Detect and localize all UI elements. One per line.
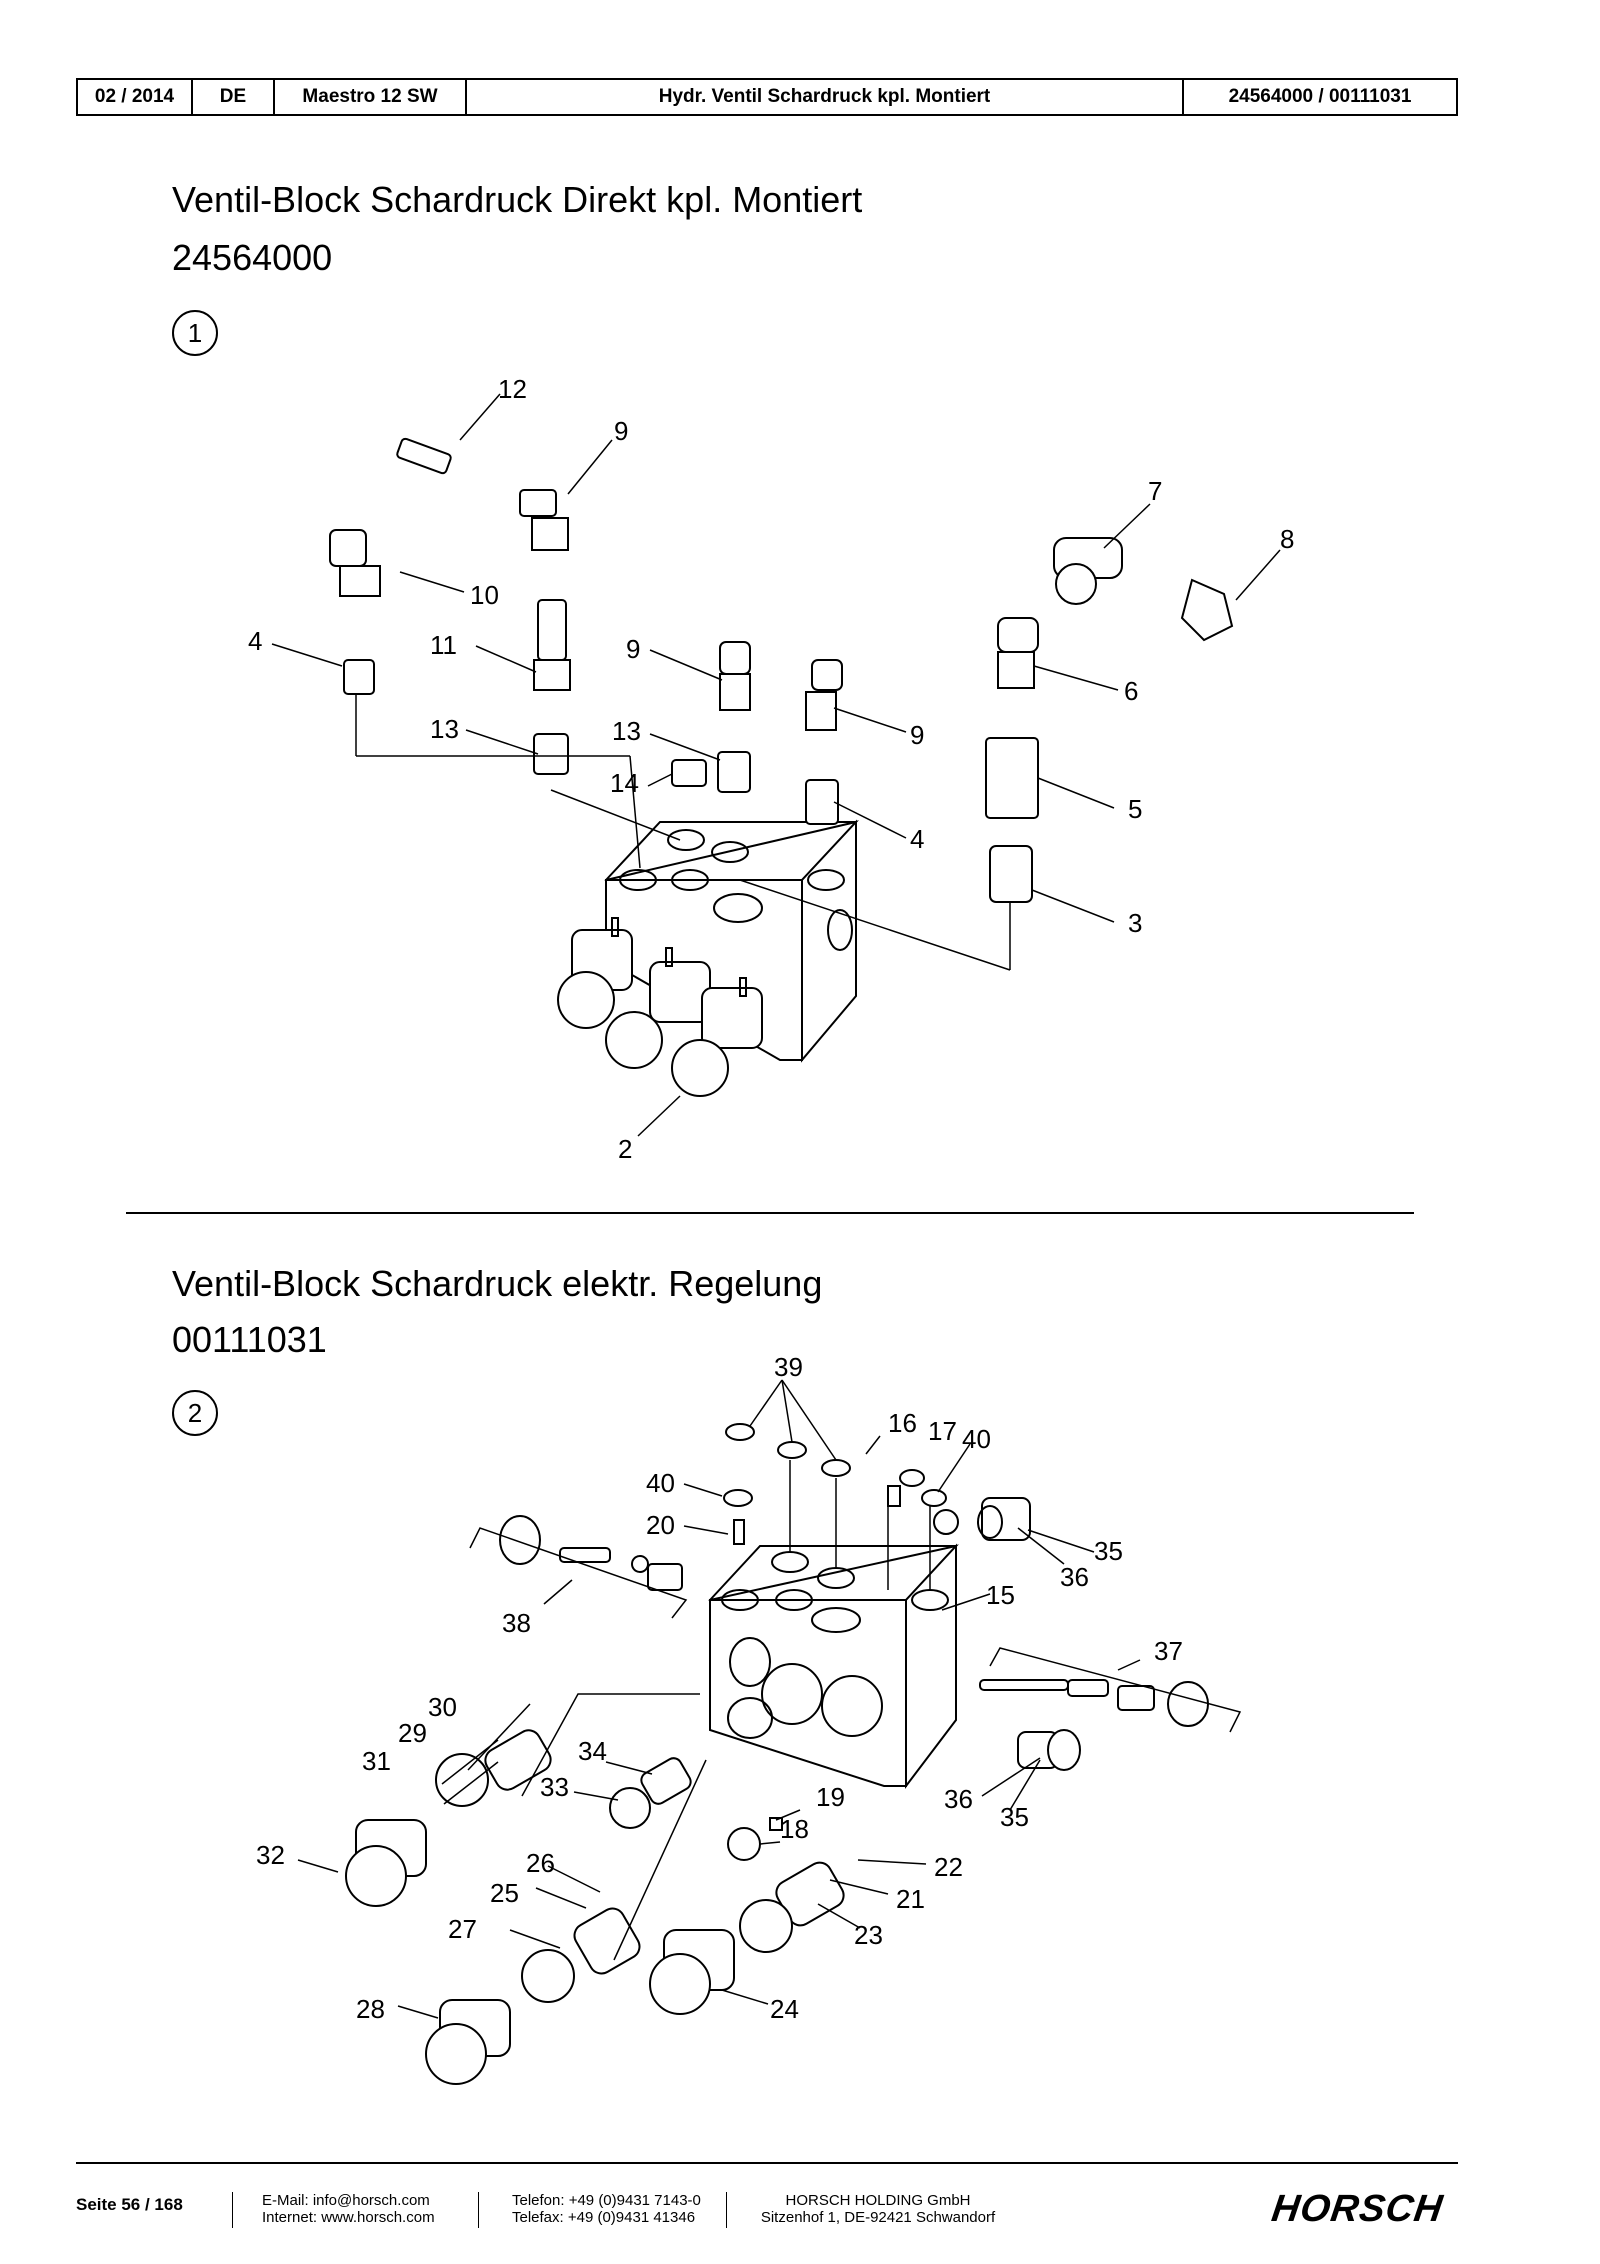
section2-part-number: 00111031 xyxy=(172,1319,327,1360)
header-table: 02 / 2014 DE Maestro 12 SW Hydr. Ventil … xyxy=(76,78,1458,116)
callout-label: 13 xyxy=(430,714,459,744)
footer-phone: Telefon: +49 (0)9431 7143-0 xyxy=(512,2192,701,2209)
callout-label: 24 xyxy=(770,1994,799,2024)
section2-title: Ventil-Block Schardruck elektr. Regelung xyxy=(172,1263,823,1304)
callout-label: 20 xyxy=(646,1510,675,1540)
callout-label: 8 xyxy=(1280,524,1294,554)
page-number: Seite 56 / 168 xyxy=(76,2195,183,2214)
callout-label: 4 xyxy=(910,824,924,854)
section2-number-badge: 2 xyxy=(172,1390,218,1436)
leader-lines-1 xyxy=(271,393,1281,1137)
header-part-numbers: 24564000 / 00111031 xyxy=(1228,86,1412,107)
valve-block-2 xyxy=(708,1543,959,1789)
connection-lines-1 xyxy=(355,694,1011,971)
callout-label: 13 xyxy=(612,716,641,746)
callout-label: 31 xyxy=(362,1746,391,1776)
callout-label: 35 xyxy=(1000,1802,1029,1832)
callout-label: 25 xyxy=(490,1878,519,1908)
section1-number-badge: 1 xyxy=(172,310,218,356)
callout-label: 10 xyxy=(470,580,499,610)
solenoid-valves-1 xyxy=(557,917,763,1097)
footer-address: Sitzenhof 1, DE-92421 Schwandorf xyxy=(760,2209,996,2226)
footer-separator xyxy=(232,2192,233,2228)
callout-label: 29 xyxy=(398,1718,427,1748)
callout-label: 16 xyxy=(888,1408,917,1438)
footer-company: HORSCH HOLDING GmbH Sitzenhof 1, DE-9242… xyxy=(758,2192,998,2226)
callout-label: 15 xyxy=(986,1580,1015,1610)
section2-exploded-diagram: 39 16 17 40 40 20 35 36 15 38 37 30 29 3… xyxy=(256,1352,1242,2085)
callout-label: 21 xyxy=(896,1884,925,1914)
horsch-logo: HORSCH xyxy=(1269,2188,1446,2230)
section1-title: Ventil-Block Schardruck Direkt kpl. Mont… xyxy=(172,179,863,220)
footer-separator xyxy=(478,2192,479,2228)
callout-label: 5 xyxy=(1128,794,1142,824)
callout-label: 35 xyxy=(1094,1536,1123,1566)
callout-label: 9 xyxy=(626,634,640,664)
section-divider xyxy=(126,1212,1414,1214)
callout-label: 17 xyxy=(928,1416,957,1446)
callout-label: 11 xyxy=(430,630,457,660)
callout-label: 39 xyxy=(774,1352,803,1382)
callout-label: 14 xyxy=(610,768,639,798)
footer-internet: Internet: www.horsch.com xyxy=(262,2209,435,2226)
section1-part-number: 24564000 xyxy=(172,237,333,278)
footer-contact-web: E-Mail: info@horsch.com Internet: www.ho… xyxy=(262,2192,435,2226)
header-model: Maestro 12 SW xyxy=(275,80,467,114)
callout-label: 36 xyxy=(1060,1562,1089,1592)
parts-2 xyxy=(345,1423,1209,2085)
callout-label: 7 xyxy=(1148,476,1162,506)
callout-label: 28 xyxy=(356,1994,385,2024)
callout-label: 32 xyxy=(256,1840,285,1870)
callout-label: 3 xyxy=(1128,908,1142,938)
callout-labels-1: 12 9 7 8 10 4 11 9 6 13 13 9 14 5 4 3 2 xyxy=(248,374,1294,1164)
callout-label: 19 xyxy=(816,1782,845,1812)
header-description: Hydr. Ventil Schardruck kpl. Montiert xyxy=(467,80,1184,114)
footer-contact-phone: Telefon: +49 (0)9431 7143-0 Telefax: +49… xyxy=(512,2192,701,2226)
header-date: 02 / 2014 xyxy=(78,80,193,114)
callout-label: 30 xyxy=(428,1692,457,1722)
callout-label: 33 xyxy=(540,1772,569,1802)
callout-label: 37 xyxy=(1154,1636,1183,1666)
callout-label: 23 xyxy=(854,1920,883,1950)
callout-label: 36 xyxy=(944,1784,973,1814)
callout-labels-2: 39 16 17 40 40 20 35 36 15 38 37 30 29 3… xyxy=(256,1352,1183,2024)
header-language: DE xyxy=(193,80,275,114)
footer-email: E-Mail: info@horsch.com xyxy=(262,2192,430,2209)
section1-exploded-diagram: 12 9 7 8 10 4 11 9 6 13 13 9 14 5 4 3 2 xyxy=(248,374,1294,1164)
callout-label: 40 xyxy=(646,1468,675,1498)
leader-lines-2 xyxy=(297,1379,1141,2019)
callout-label: 12 xyxy=(498,374,527,404)
footer-company-name: HORSCH HOLDING GmbH xyxy=(785,2192,971,2209)
callout-label: 2 xyxy=(618,1134,632,1164)
callout-label: 6 xyxy=(1124,676,1138,706)
callout-label: 18 xyxy=(780,1814,809,1844)
callout-label: 9 xyxy=(910,720,924,750)
callout-label: 26 xyxy=(526,1848,555,1878)
callout-label: 40 xyxy=(962,1424,991,1454)
callout-label: 9 xyxy=(614,416,628,446)
callout-label: 34 xyxy=(578,1736,607,1766)
connection-lines-2 xyxy=(469,1460,1242,1961)
callout-label: 4 xyxy=(248,626,262,656)
footer-fax: Telefax: +49 (0)9431 41346 xyxy=(512,2209,696,2226)
footer-rule xyxy=(76,2162,1458,2164)
callout-label: 27 xyxy=(448,1914,477,1944)
fittings-1 xyxy=(329,437,1234,903)
footer-separator xyxy=(726,2192,727,2228)
callout-label: 38 xyxy=(502,1608,531,1638)
callout-label: 22 xyxy=(934,1852,963,1882)
